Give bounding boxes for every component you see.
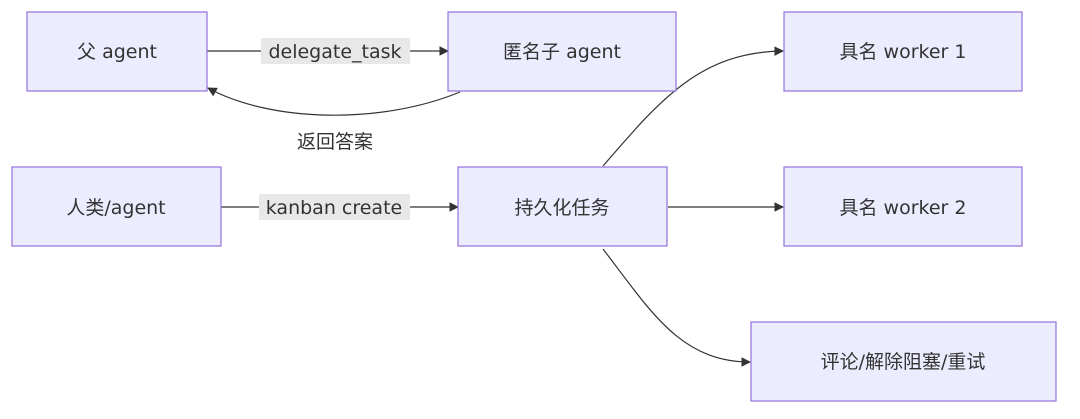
- edge-label-return-answer: 返回答案: [297, 131, 373, 153]
- edge-label-kanban-create-text: kanban create: [266, 197, 402, 219]
- edge-label-delegate-task: delegate_task: [261, 38, 410, 64]
- edge-label-kanban-create: kanban create: [259, 194, 410, 220]
- node-named-worker-2-label: 具名 worker 2: [840, 197, 967, 219]
- node-anonymous-child-agent: 匿名子 agent: [447, 11, 677, 92]
- edge-return-answer: [207, 87, 461, 116]
- node-human-or-agent-label: 人类/agent: [66, 197, 165, 219]
- node-named-worker-2: 具名 worker 2: [783, 166, 1023, 247]
- edge-label-delegate-task-text: delegate_task: [268, 41, 401, 63]
- node-durable-task: 持久化任务: [457, 166, 668, 247]
- node-comment-unblock-retry-label: 评论/解除阻塞/重试: [821, 351, 986, 373]
- node-durable-task-label: 持久化任务: [514, 197, 609, 219]
- node-parent-agent-label: 父 agent: [77, 41, 157, 63]
- node-human-or-agent: 人类/agent: [11, 166, 222, 247]
- edge-to-comment-unblock-retry: [602, 248, 751, 367]
- node-parent-agent: 父 agent: [26, 11, 208, 92]
- edge-label-return-answer-text: 返回答案: [297, 131, 373, 153]
- node-anonymous-child-agent-label: 匿名子 agent: [503, 41, 621, 63]
- node-named-worker-1: 具名 worker 1: [783, 11, 1023, 92]
- node-comment-unblock-retry: 评论/解除阻塞/重试: [750, 321, 1057, 402]
- edge-to-worker-1: [602, 46, 784, 167]
- node-named-worker-1-label: 具名 worker 1: [840, 41, 967, 63]
